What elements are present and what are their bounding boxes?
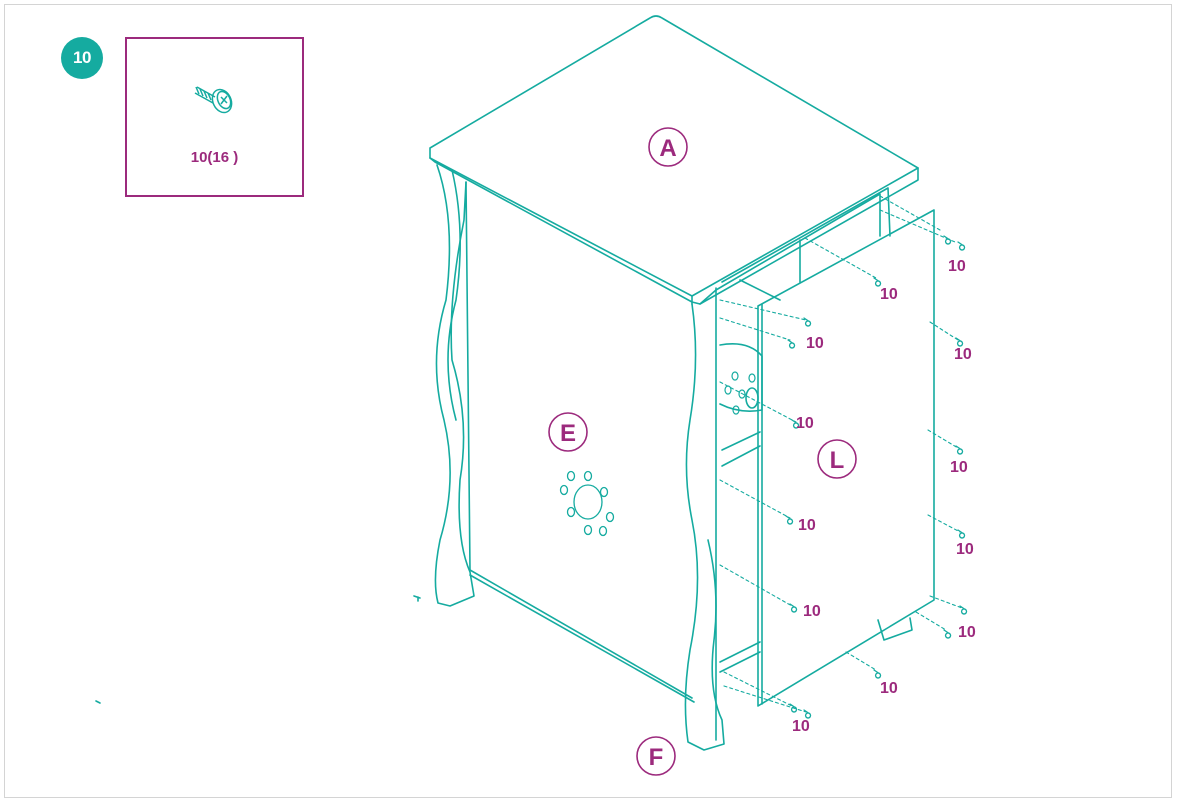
screw-callout: 10: [806, 335, 824, 352]
inner-frame: [715, 187, 913, 673]
screw-callout: 10: [954, 346, 972, 363]
label-circle-e: [548, 412, 588, 452]
step-number-badge: 10: [61, 37, 103, 79]
label-circle-a: [648, 127, 688, 167]
screw-callout: 10: [880, 286, 898, 303]
front-leg-f: [684, 287, 725, 751]
part-label-f: F: [649, 744, 664, 771]
screws: [785, 235, 968, 719]
part-label-l: L: [830, 447, 845, 474]
part-label-a: A: [659, 135, 676, 162]
screw-callout: 10: [950, 459, 968, 476]
screw-guide-lines: [719, 195, 963, 713]
label-circle-l: [817, 439, 857, 479]
stray-mark: [95, 700, 101, 704]
screw-callout: 10: [958, 624, 976, 641]
screw-callout: 10: [880, 680, 898, 697]
screw-callout: 10: [796, 415, 814, 432]
parts-quantity-label: 10(16 ): [190, 149, 239, 166]
screw-callout: 10: [803, 603, 821, 620]
screw-callout: 10: [792, 718, 810, 735]
side-panel-hole-pattern: [559, 470, 615, 537]
label-circle-f: [636, 736, 676, 776]
screw-callout: 10: [798, 517, 816, 534]
side-panel-e: [465, 181, 695, 703]
screw-callout: 10: [948, 258, 966, 275]
top-panel-a: [429, 15, 919, 305]
part-label-e: E: [560, 420, 576, 447]
screw-icon: [194, 86, 233, 114]
left-leg-profile: [434, 164, 475, 607]
back-panel-l: [757, 209, 935, 707]
screw-callout: 10: [956, 541, 974, 558]
stray-mark: [413, 595, 421, 602]
parts-box: 10(16 ): [125, 37, 304, 197]
page-frame: [4, 4, 1172, 798]
